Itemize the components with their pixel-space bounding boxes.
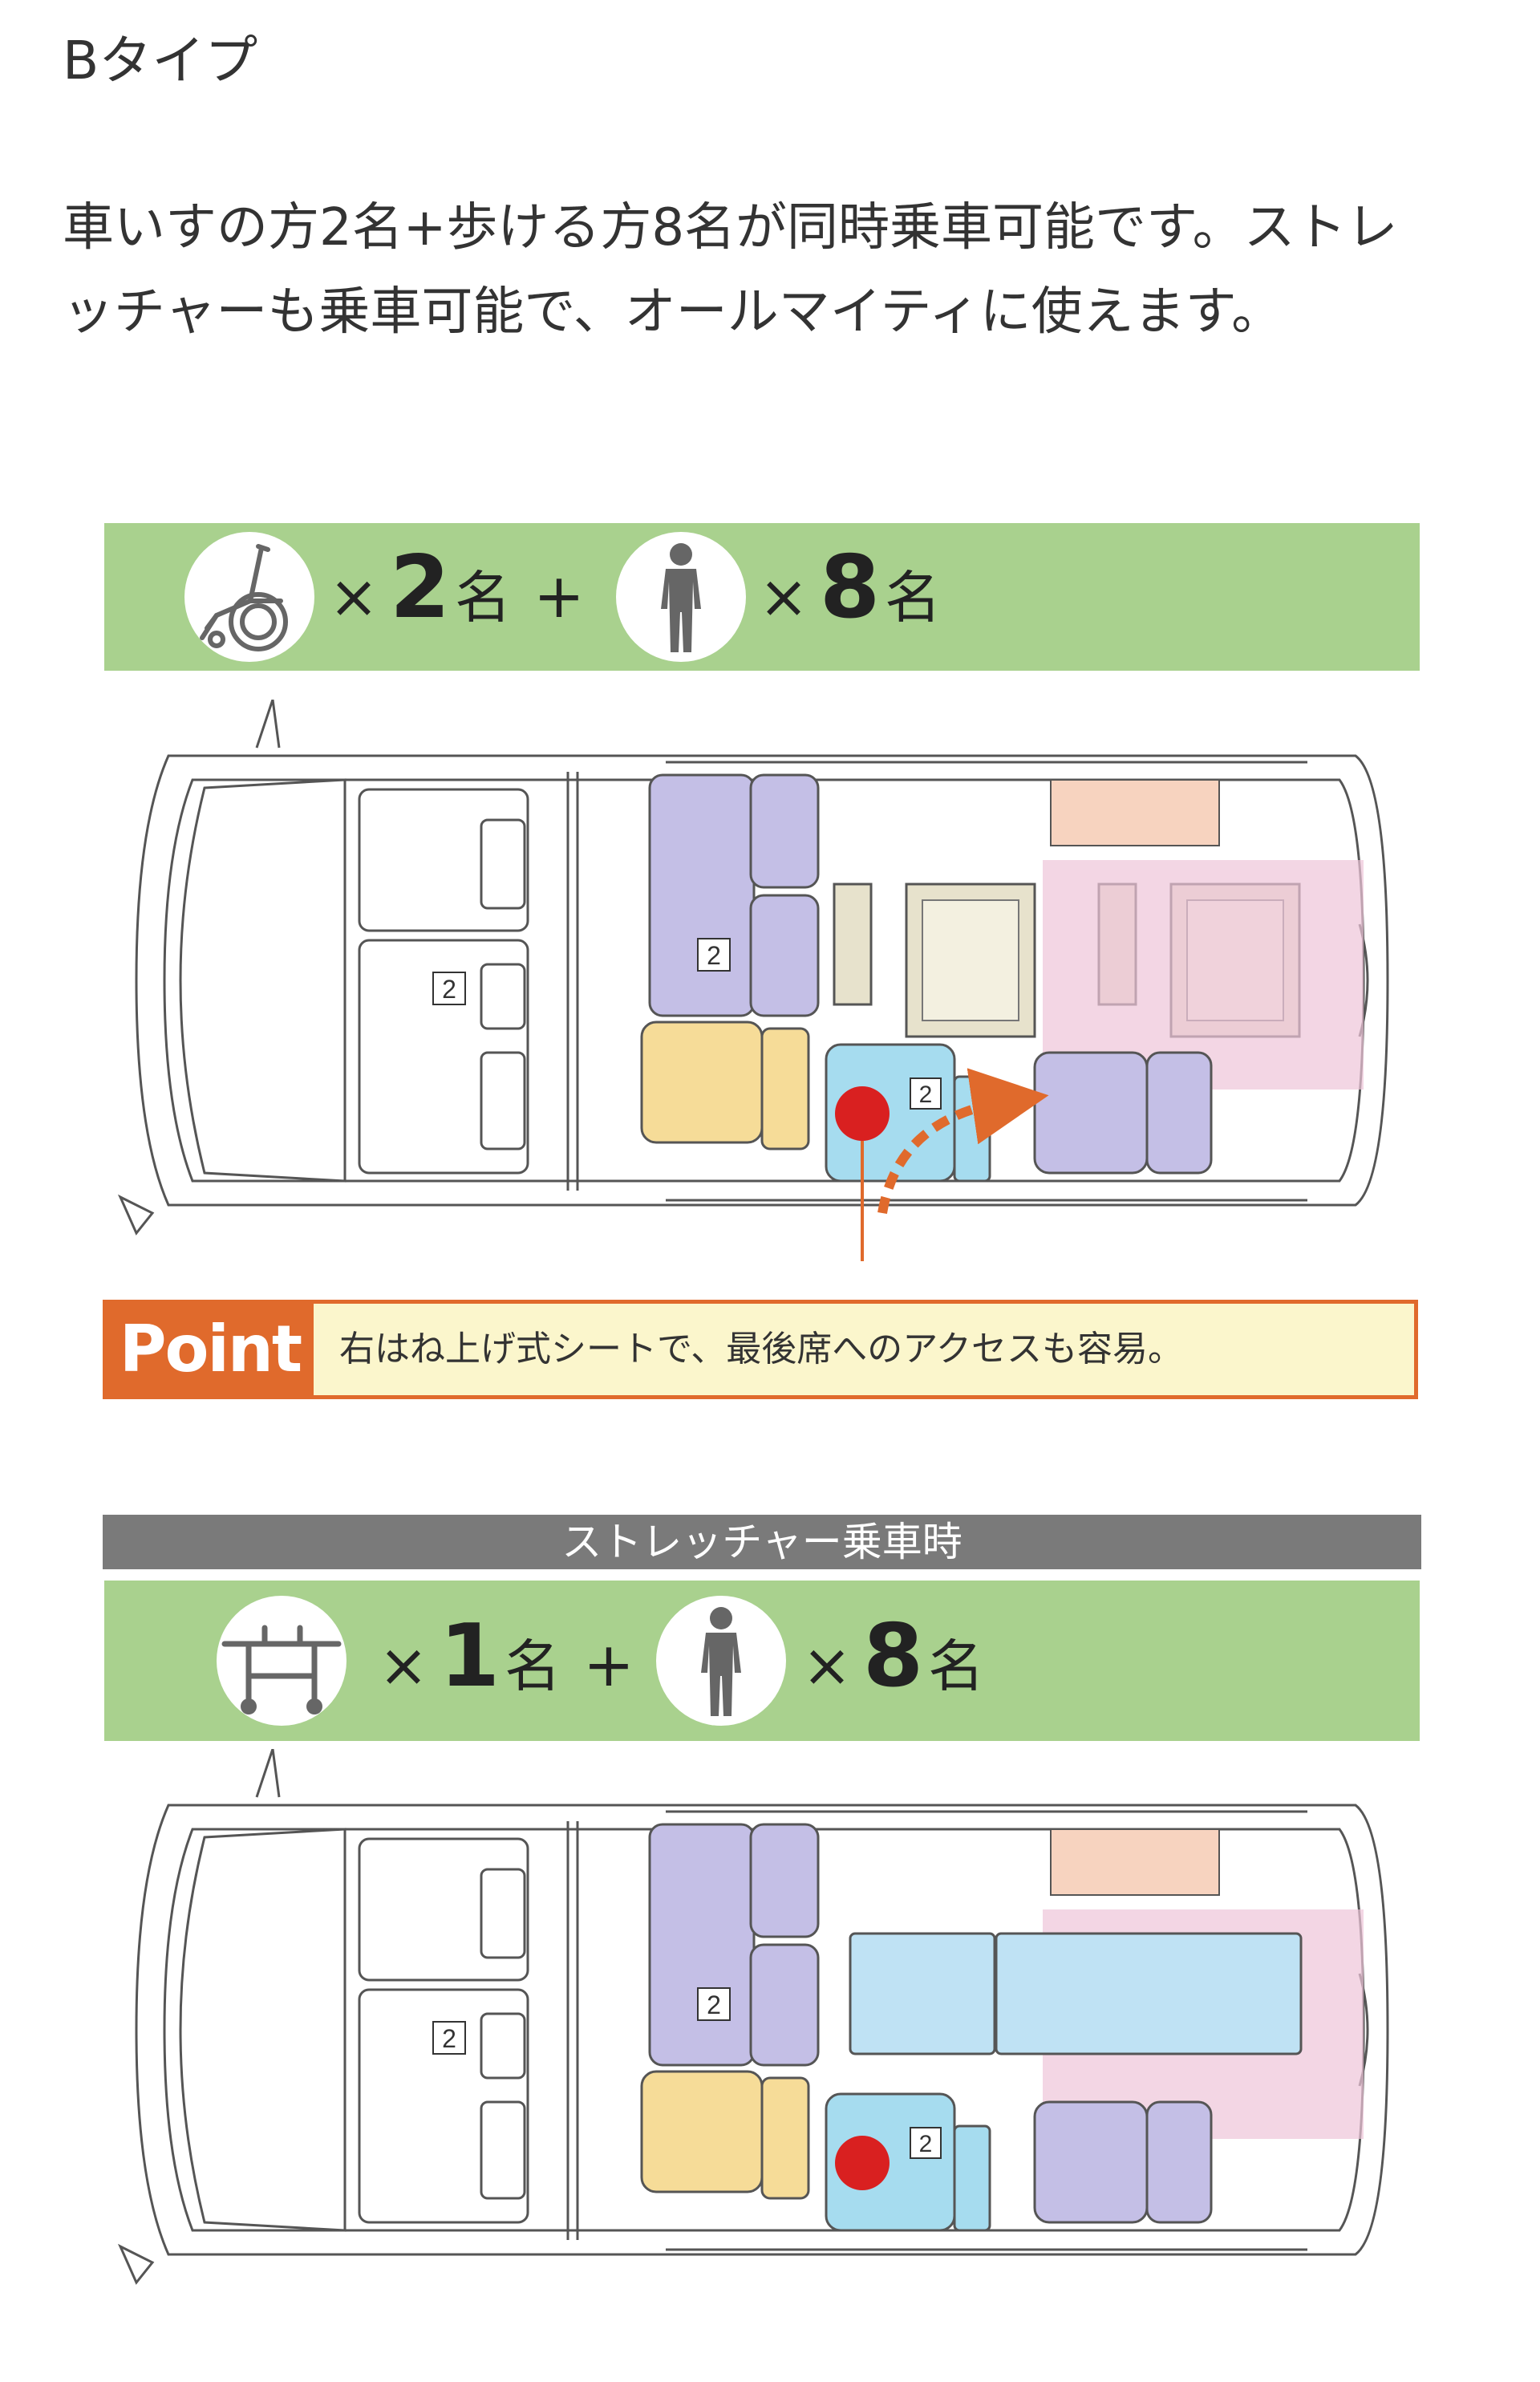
second-row-bench: 2 — [648, 1823, 820, 2067]
point-label: Point — [107, 1304, 314, 1395]
ramp-area — [1043, 860, 1364, 1090]
times-sign: × — [759, 562, 809, 631]
seat-number: 2 — [707, 941, 721, 970]
yellow-seat — [640, 1021, 810, 1150]
front-seat-right — [358, 1988, 529, 2224]
times-sign: × — [329, 562, 379, 631]
rear-seat — [1033, 1051, 1213, 1175]
seat-number: 2 — [919, 2131, 933, 2157]
wheelchair-capacity: × 2 名 + — [329, 538, 585, 638]
stretcher-icon — [217, 1596, 346, 1726]
wheelchair-icon — [184, 532, 314, 662]
van-diagram-wheelchair: 2 2 2 — [117, 700, 1389, 1261]
capacity-bar-stretcher: × 1 名 + × 8 名 — [104, 1581, 1420, 1741]
page-title: Bタイプ — [63, 30, 258, 91]
front-seat-left — [358, 1837, 529, 1982]
stretcher-space — [849, 1932, 1303, 2055]
point-callout: Point 右はね上げ式シートで、最後席へのアクセスも容易。 — [103, 1300, 1418, 1399]
seat-number: 2 — [707, 1990, 721, 2019]
times-sign: × — [379, 1631, 429, 1700]
second-row-bench: 2 — [648, 773, 820, 1017]
unit-label: 名 — [505, 1633, 561, 1699]
stretcher-count: 1 — [440, 1606, 500, 1706]
unit-label: 名 — [928, 1633, 985, 1699]
flip-up-seat: 2 — [825, 2092, 991, 2232]
yellow-seat — [640, 2070, 810, 2200]
walking-capacity: × 8 名 — [759, 538, 941, 638]
times-sign: × — [802, 1631, 853, 1700]
seat-number: 2 — [919, 1081, 933, 1108]
wheelchair-count: 2 — [390, 538, 451, 638]
rear-panel — [1050, 779, 1220, 846]
plus-sign: + — [583, 1629, 634, 1700]
seat-badge: 2 — [432, 2021, 466, 2055]
wheelchair-space-1 — [833, 883, 1036, 1038]
van-diagram-stretcher: 2 2 2 — [117, 1749, 1389, 2285]
arrow-icon — [877, 1068, 1049, 1214]
plus-sign: + — [533, 560, 585, 631]
front-seat-right — [358, 939, 529, 1175]
description-text: 車いすの方2名+歩ける方8名が同時乗車可能です。ストレッチャーも乗車可能で、オー… — [63, 198, 1398, 342]
point-text: 右はね上げ式シートで、最後席へのアクセスも容易。 — [339, 1329, 1184, 1370]
rear-panel — [1050, 1828, 1220, 1896]
seat-number: 2 — [442, 975, 456, 1004]
seat-number: 2 — [442, 2024, 456, 2053]
walking-count: 8 — [820, 538, 881, 638]
stretcher-section-title: ストレッチャー乗車時 — [103, 1515, 1421, 1569]
flip-up-seat: 2 — [825, 1043, 991, 1183]
stretcher-capacity: × 1 名 + — [379, 1606, 634, 1706]
walking-capacity: × 8 名 — [802, 1606, 984, 1706]
walking-count: 8 — [863, 1606, 924, 1706]
person-icon — [616, 532, 746, 662]
capacity-bar-wheelchair: × 2 名 + × 8 名 — [104, 523, 1420, 671]
person-icon — [656, 1596, 786, 1726]
front-seat-left — [358, 788, 529, 932]
unit-label: 名 — [885, 565, 942, 631]
rear-seat — [1033, 2100, 1213, 2224]
seat-badge: 2 — [432, 972, 466, 1005]
unit-label: 名 — [455, 565, 512, 631]
